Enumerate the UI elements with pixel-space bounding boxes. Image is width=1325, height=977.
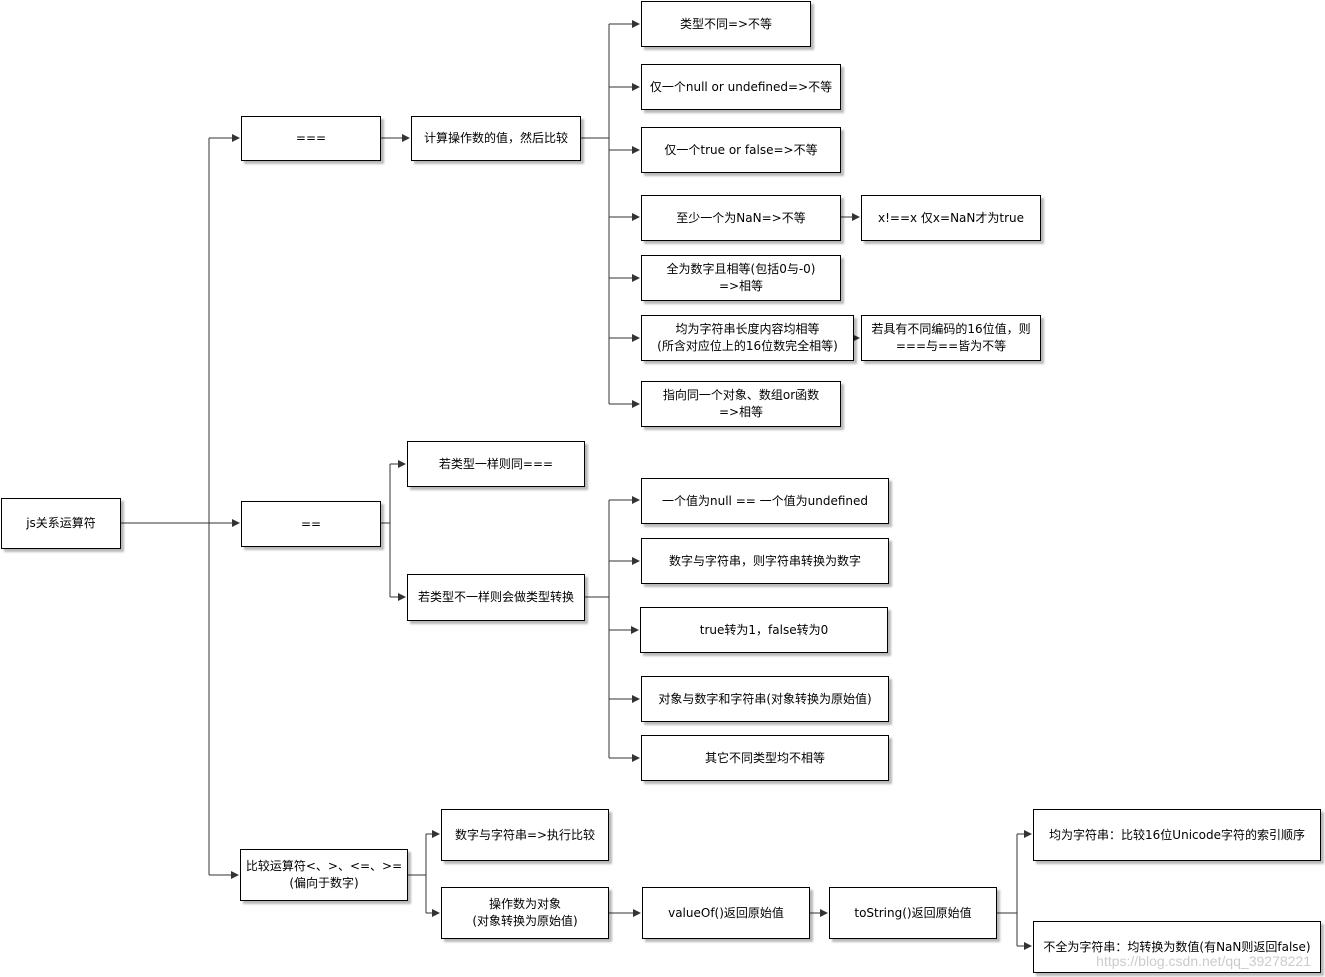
node-object-to-primitive: 对象与数字和字符串(对象转换为原始值) — [641, 676, 889, 722]
node-different-encoding-note: 若具有不同编码的16位值，则 ===与==皆为不等 — [861, 315, 1041, 361]
node-comparison-operators: 比较运算符<、>、<=、>= (偏向于数字) — [240, 849, 408, 901]
node-label: === — [295, 131, 327, 145]
node-label-line1: 均为字符串长度内容均相等 — [675, 322, 820, 336]
node-different-type-conversion: 若类型不一样则会做类型转换 — [407, 574, 585, 621]
node-label: 计算操作数的值，然后比较 — [423, 131, 568, 145]
node-only-one-null-or-undefined: 仅一个null or undefined=>不等 — [641, 64, 841, 110]
node-all-numbers-equal: 全为数字且相等(包括0与-0) =>相等 — [641, 255, 841, 301]
node-boolean-conversion: true转为1，false转为0 — [640, 607, 888, 653]
node-number-string-compare: 数字与字符串=>执行比较 — [441, 809, 609, 861]
node-label: 数字与字符串，则字符串转换为数字 — [668, 553, 861, 568]
node-type-differs: 类型不同=>不等 — [641, 1, 811, 47]
node-label-line2: =>相等 — [718, 405, 764, 419]
node-not-all-strings-to-number: 不全为字符串：均转换为数值(有NaN则返回false) — [1033, 921, 1321, 973]
node-label-line2: (对象转换为原始值) — [472, 914, 578, 928]
node-label: 不全为字符串：均转换为数值(有NaN则返回false) — [1043, 939, 1311, 954]
node-label: 仅一个null or undefined=>不等 — [649, 79, 833, 94]
node-label: == — [300, 516, 322, 531]
node-label: 至少一个为NaN=>不等 — [676, 210, 806, 225]
node-label: x!==x 仅x=NaN才为true — [877, 210, 1025, 225]
node-label: 一个值为null == 一个值为undefined — [662, 493, 868, 508]
node-same-type: 若类型一样则同=== — [407, 441, 585, 487]
node-all-strings-unicode-order: 均为字符串：比较16位Unicode字符的索引顺序 — [1033, 809, 1321, 861]
node-other-types-unequal: 其它不同类型均不相等 — [641, 735, 889, 781]
node-label: 其它不同类型均不相等 — [704, 750, 825, 765]
node-label-line1: 比较运算符<、>、<=、>= — [245, 859, 403, 873]
node-same-object-reference: 指向同一个对象、数组or函数 =>相等 — [641, 381, 841, 427]
node-label-line1: 指向同一个对象、数组or函数 — [662, 388, 820, 402]
node-strict-equal: === — [241, 116, 381, 161]
node-label: 数字与字符串=>执行比较 — [454, 827, 596, 842]
node-label: 均为字符串：比较16位Unicode字符的索引顺序 — [1049, 827, 1305, 842]
node-at-least-one-nan: 至少一个为NaN=>不等 — [641, 195, 841, 241]
node-strings-equal: 均为字符串长度内容均相等 (所含对应位上的16位数完全相等) — [641, 315, 854, 361]
root-node-js-relational-operators: js关系运算符 — [1, 498, 121, 549]
node-label: 若类型一样则同=== — [438, 456, 554, 471]
node-label: 类型不同=>不等 — [679, 16, 773, 31]
node-label-line2: (偏向于数字) — [289, 876, 359, 890]
node-label: 仅一个true or false=>不等 — [664, 142, 818, 157]
node-only-one-true-or-false: 仅一个true or false=>不等 — [641, 127, 841, 173]
node-label: 若类型不一样则会做类型转换 — [417, 590, 574, 604]
node-nan-self-inequality-note: x!==x 仅x=NaN才为true — [861, 195, 1041, 241]
node-label: 对象与数字和字符串(对象转换为原始值) — [658, 691, 872, 706]
node-label-line1: 若具有不同编码的16位值，则 — [871, 322, 1031, 336]
node-label-line2: =>相等 — [718, 279, 764, 293]
node-label-line1: 操作数为对象 — [488, 897, 561, 911]
node-label: valueOf()返回原始值 — [668, 905, 784, 920]
node-operand-is-object: 操作数为对象 (对象转换为原始值) — [441, 887, 609, 939]
node-label-line2: ===与==皆为不等 — [895, 339, 1007, 353]
node-loose-equal: == — [241, 501, 381, 547]
node-compute-operands: 计算操作数的值，然后比较 — [411, 116, 581, 161]
node-null-equals-undefined: 一个值为null == 一个值为undefined — [641, 478, 889, 524]
node-tostring: toString()返回原始值 — [829, 887, 997, 939]
node-label: true转为1，false转为0 — [699, 622, 829, 637]
node-label-line2: (所含对应位上的16位数完全相等) — [657, 339, 838, 353]
node-label-line1: 全为数字且相等(包括0与-0) — [666, 262, 816, 276]
node-label: js关系运算符 — [26, 516, 96, 530]
watermark: https://blog.csdn.net/qq_39278221 — [1096, 953, 1311, 969]
node-valueof: valueOf()返回原始值 — [642, 887, 810, 939]
node-number-and-string: 数字与字符串，则字符串转换为数字 — [641, 538, 889, 584]
node-label: toString()返回原始值 — [854, 905, 972, 920]
